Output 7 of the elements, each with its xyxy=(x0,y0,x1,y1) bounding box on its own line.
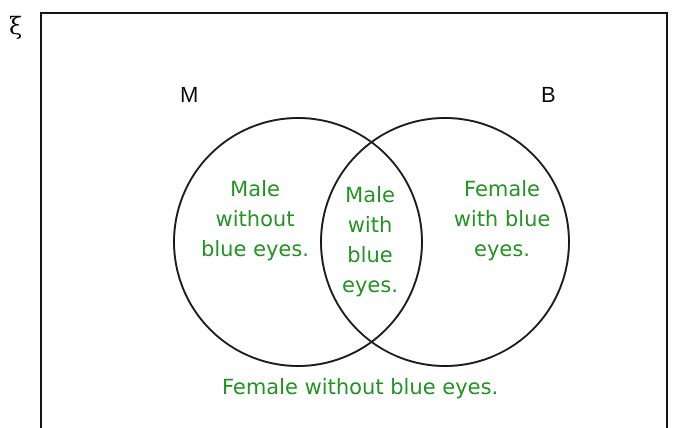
region-label: Female without blue eyes. xyxy=(222,374,498,401)
region-label: Female with blue eyes. xyxy=(452,176,552,263)
set-name: M xyxy=(180,82,198,108)
set-name: B xyxy=(541,82,556,108)
set-symbol: ξ xyxy=(9,12,22,40)
region-label: Male without blue eyes. xyxy=(200,176,310,263)
region-label: Male with blue eyes. xyxy=(341,182,399,299)
